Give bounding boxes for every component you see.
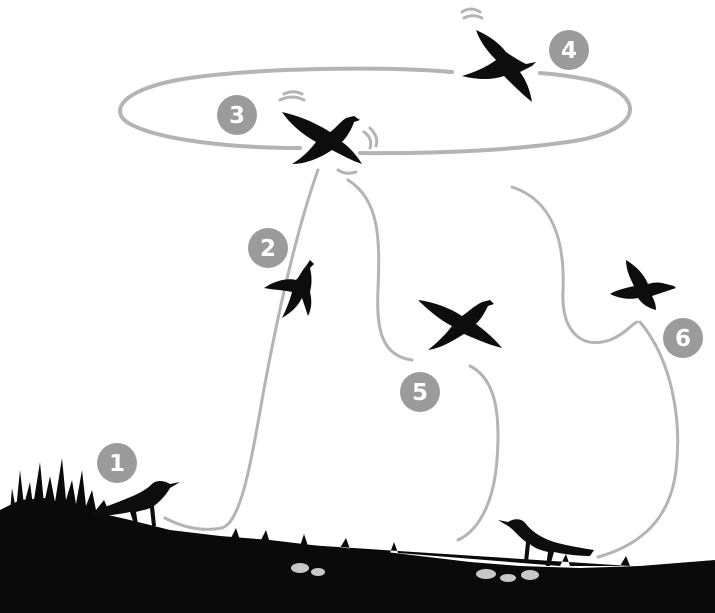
descent-path-a: [348, 180, 412, 360]
step-badge-4: 4: [549, 30, 589, 70]
ground-silhouette: [0, 458, 715, 613]
step-number-2: 2: [260, 236, 276, 262]
circling-loop-path: [120, 69, 630, 154]
bird-5-gliding: [418, 300, 502, 350]
step-number-6: 6: [675, 326, 691, 352]
grass-tufts: [0, 458, 110, 520]
step-number-4: 4: [561, 38, 577, 64]
step-number-5: 5: [412, 380, 428, 406]
bird-silhouette-icon: [282, 112, 362, 164]
step-number-3: 3: [229, 103, 245, 129]
step-number-1: 1: [109, 451, 125, 477]
bird-silhouette-icon: [462, 30, 536, 102]
wing-flap-motion-marks: [462, 9, 482, 18]
descent-path-b: [512, 187, 637, 343]
bird-3-circling: [280, 92, 377, 174]
step-badge-5: 5: [400, 372, 440, 412]
bird-6-gliding: [610, 260, 676, 310]
bird-4-soaring: [462, 9, 536, 102]
step-badges: 1 2 3 4 5 6: [97, 30, 703, 483]
step-badge-2: 2: [248, 228, 288, 268]
step-badge-1: 1: [97, 443, 137, 483]
landing-path-a: [458, 366, 498, 540]
takeoff-path: [165, 170, 318, 529]
landing-path-b: [598, 322, 678, 557]
flight-paths: [120, 69, 678, 557]
step-badge-6: 6: [663, 318, 703, 358]
birds: [90, 9, 676, 566]
step-badge-3: 3: [217, 95, 257, 135]
bird-silhouette-icon: [418, 300, 502, 350]
bird-silhouette-icon: [610, 260, 676, 310]
